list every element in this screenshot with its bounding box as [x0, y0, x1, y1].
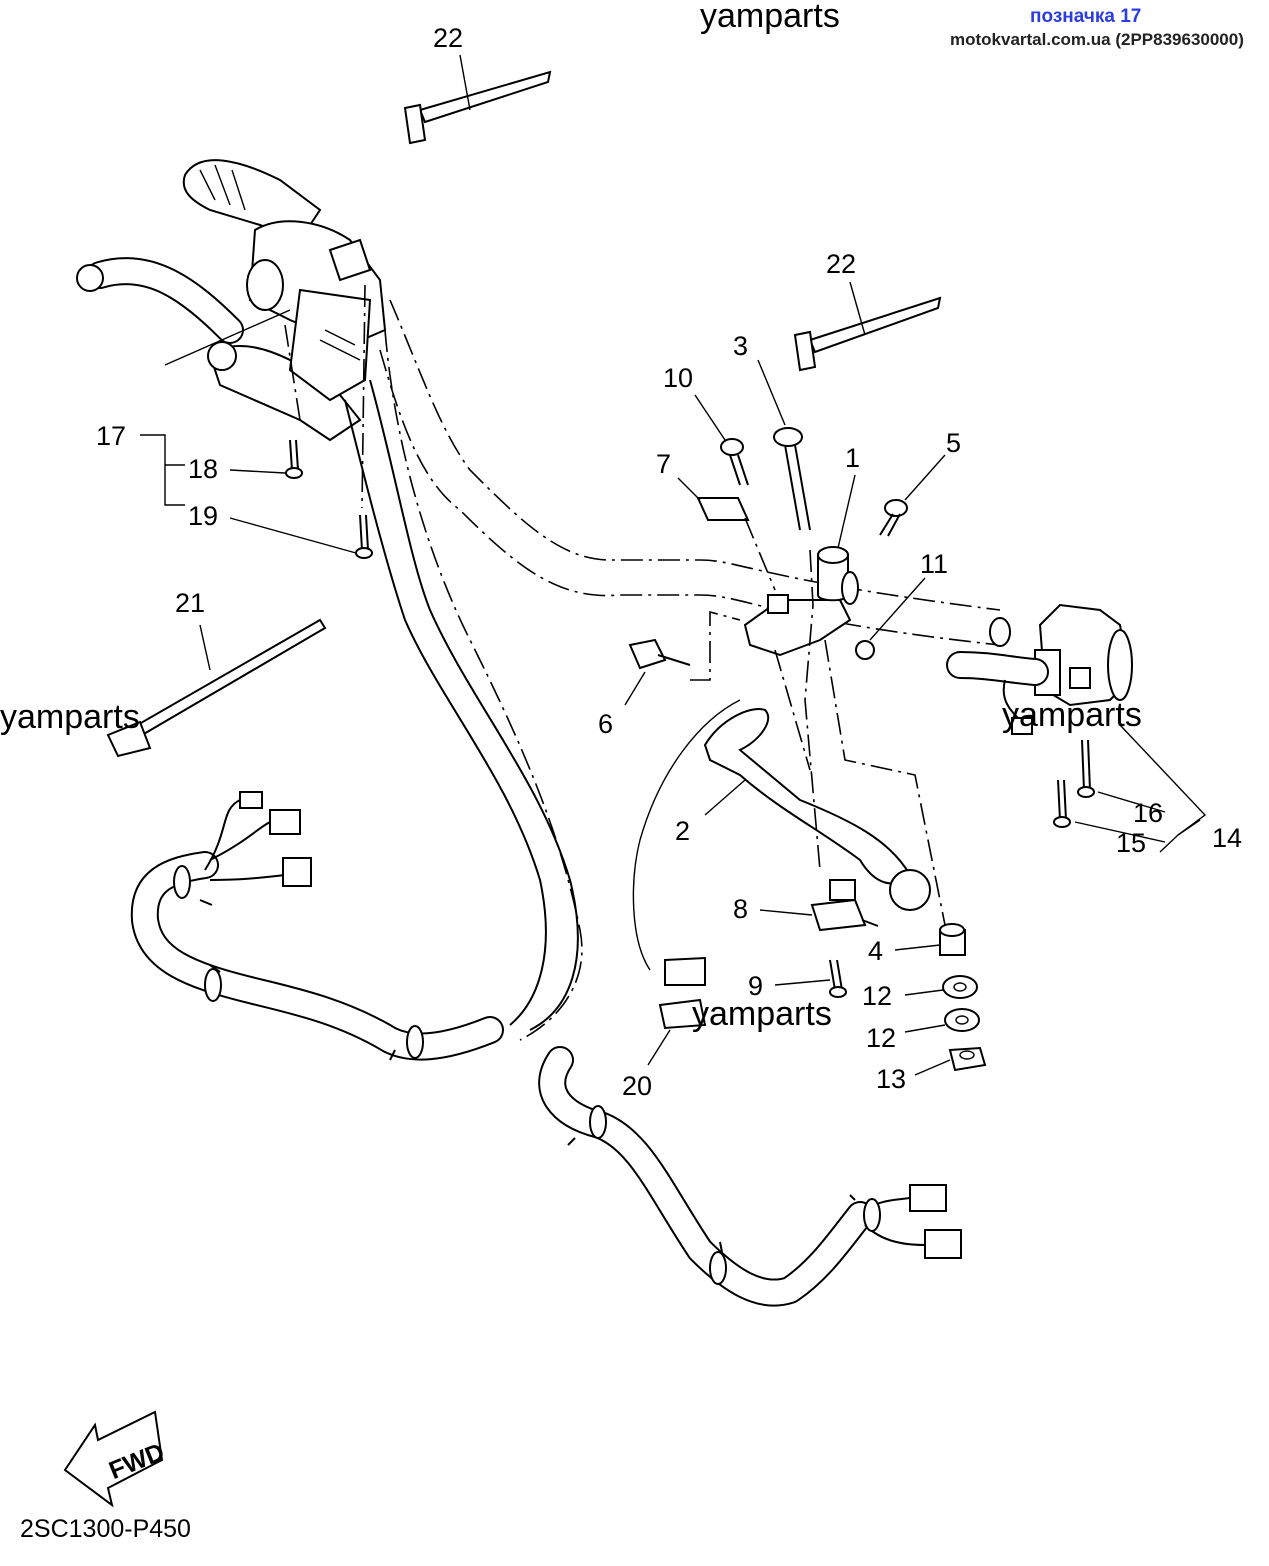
callout-8: 8 [733, 894, 748, 924]
callout-6: 6 [598, 709, 613, 739]
diagram-code: 2SC1300-P450 [20, 1515, 191, 1543]
watermark-right: yamparts [1002, 696, 1142, 734]
callout-11: 11 [920, 549, 948, 579]
watermark-center: yamparts [692, 995, 832, 1033]
callout-1: 1 [845, 443, 860, 473]
callout-4: 4 [868, 936, 883, 966]
watermark-left: yamparts [0, 698, 140, 736]
leader-lines [140, 54, 1207, 1076]
right-wire-harness [538, 1046, 962, 1307]
small-parts [285, 427, 1095, 1072]
callout-16: 16 [1133, 798, 1163, 828]
callout-22a: 22 [433, 23, 463, 53]
callout-9: 9 [748, 971, 763, 1001]
watermark-top: yamparts [700, 0, 840, 35]
callout-5: 5 [946, 428, 961, 458]
callout-22b: 22 [826, 249, 856, 279]
callout-17: 17 [96, 421, 126, 451]
fwd-arrow-icon: FWD [63, 1410, 168, 1508]
cable-ties [106, 70, 942, 758]
throttle-assembly [76, 159, 387, 442]
callout-7: 7 [656, 449, 671, 479]
callout-10: 10 [663, 363, 693, 393]
left-wire-harness [130, 791, 504, 1061]
callout-labels: 22 22 3 10 7 1 5 11 6 2 8 9 4 12 12 13 2… [96, 23, 1242, 1101]
clutch-assembly [632, 546, 931, 971]
callout-2: 2 [675, 816, 690, 846]
callout-18: 18 [188, 454, 218, 484]
source-text: motokvartal.com.ua (2PP839630000) [950, 30, 1244, 49]
badge-text: позначка 17 [1030, 6, 1141, 27]
callout-12b: 12 [866, 1023, 896, 1053]
handlebar-outline [379, 299, 1001, 1041]
callout-21: 21 [175, 588, 205, 618]
switch-housing [946, 603, 1133, 735]
callout-15: 15 [1116, 828, 1146, 858]
callout-3: 3 [733, 331, 748, 361]
callout-12a: 12 [862, 981, 892, 1011]
callout-13: 13 [876, 1064, 906, 1094]
callout-14: 14 [1212, 823, 1242, 853]
callout-19: 19 [188, 501, 218, 531]
throttle-cable [344, 379, 579, 1031]
callout-20: 20 [622, 1071, 652, 1101]
